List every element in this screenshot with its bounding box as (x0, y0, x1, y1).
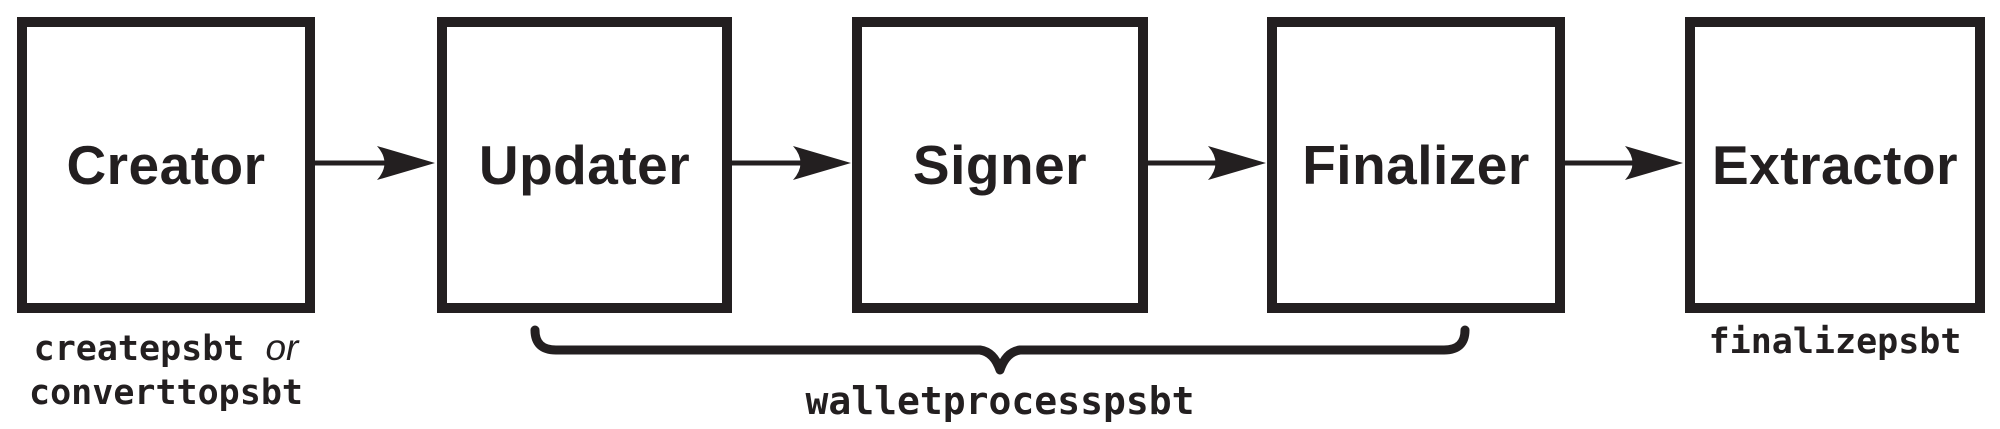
converttopsbt-command: converttopsbt (29, 373, 303, 413)
walletprocesspsbt-command: walletprocesspsbt (805, 379, 1195, 423)
creator-rpc-caption: createpsbt or converttopsbt (0, 326, 332, 415)
role-label-creator: Creator (66, 134, 266, 196)
createpsbt-command: createpsbt (33, 329, 245, 369)
role-box-creator: Creator (17, 17, 315, 313)
role-box-extractor: Extractor (1685, 17, 1985, 313)
role-label-extractor: Extractor (1712, 134, 1958, 196)
arrow-icon-creator-to-updater (313, 146, 435, 180)
arrow-icon-finalizer-to-extractor (1561, 146, 1683, 180)
arrow-icon-updater-to-signer (729, 146, 851, 180)
role-box-finalizer: Finalizer (1267, 17, 1565, 313)
underbrace-icon (530, 325, 1470, 375)
creator-rpc-caption-line1: createpsbt or (0, 326, 332, 371)
finalizepsbt-command: finalizepsbt (1708, 322, 1962, 362)
role-box-updater: Updater (437, 17, 732, 313)
role-box-signer: Signer (852, 17, 1148, 313)
role-label-finalizer: Finalizer (1302, 134, 1530, 196)
role-label-signer: Signer (912, 134, 1088, 196)
or-conjunction: or (265, 327, 299, 368)
role-label-updater: Updater (478, 134, 691, 196)
arrow-icon-signer-to-finalizer (1144, 146, 1266, 180)
